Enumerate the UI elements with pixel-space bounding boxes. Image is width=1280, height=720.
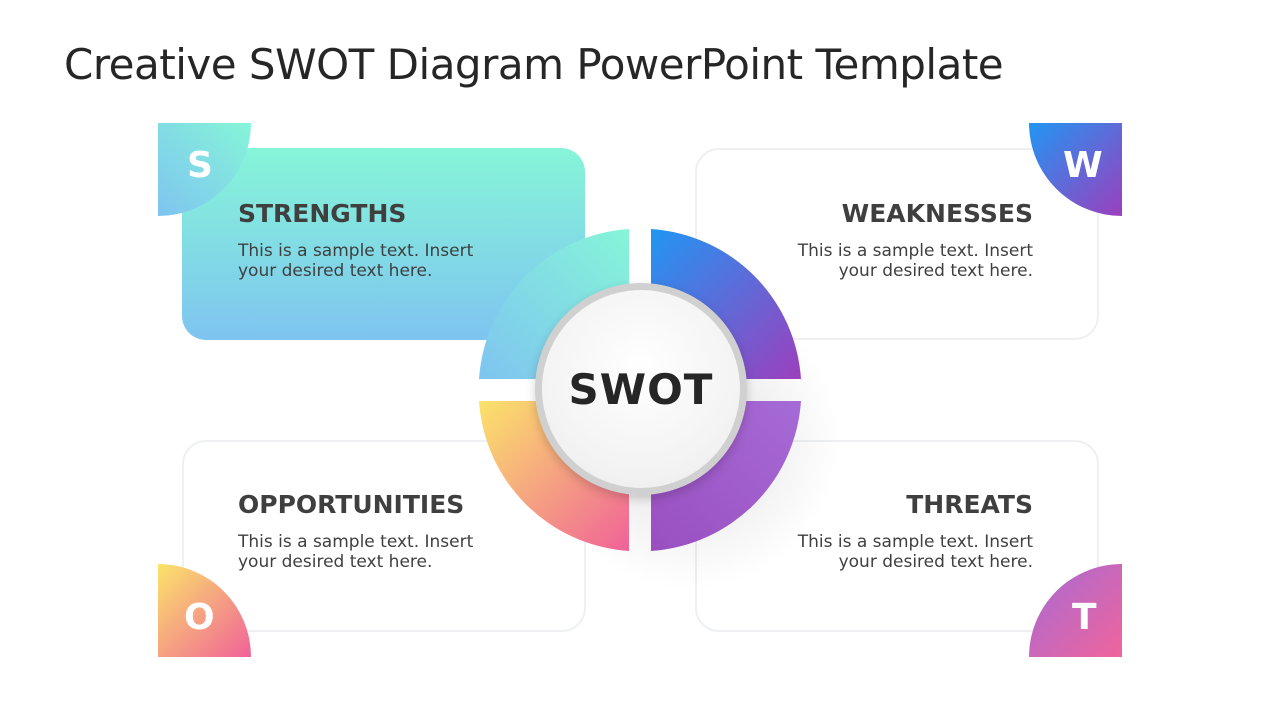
threats-ring-segment [651,401,801,551]
strengths-letter: S [187,145,213,186]
opportunities-letter: O [184,597,215,638]
weaknesses-corner-shape [1029,123,1122,216]
swot-center-circle: SWOT [535,283,747,495]
weaknesses-ring-segment [651,229,801,379]
threats-body: This is a sample text. Insert your desir… [798,532,1033,572]
swot-center-label: SWOT [568,364,714,414]
strengths-heading: STRENGTHS [238,199,407,228]
strengths-body-line: your desired text here. [238,261,433,281]
opportunities-body-line: This is a sample text. Insert [238,532,474,552]
strengths-corner-shape [158,123,251,216]
threats-body-line: This is a sample text. Insert [797,532,1033,552]
threats-body-line: your desired text here. [838,552,1033,572]
weaknesses-heading: WEAKNESSES [841,199,1033,228]
opportunities-body-line: your desired text here. [238,552,433,572]
strengths-body: This is a sample text. Insert your desir… [238,241,473,281]
threats-letter: T [1072,597,1097,638]
weaknesses-body-line: This is a sample text. Insert [797,241,1033,261]
opportunities-ring-segment [479,401,629,551]
strengths-ring-segment [479,229,629,379]
opportunities-heading: OPPORTUNITIES [238,490,465,519]
threats-heading: THREATS [906,490,1033,519]
slide-title: Creative SWOT Diagram PowerPoint Templat… [64,40,1004,89]
weaknesses-body-line: your desired text here. [838,261,1033,281]
opportunities-body: This is a sample text. Insert your desir… [238,532,473,572]
weaknesses-letter: W [1063,145,1103,186]
weaknesses-body: This is a sample text. Insert your desir… [798,241,1033,281]
strengths-body-line: This is a sample text. Insert [238,241,474,261]
threats-corner-shape [1029,564,1122,657]
opportunities-corner-shape [158,564,251,657]
